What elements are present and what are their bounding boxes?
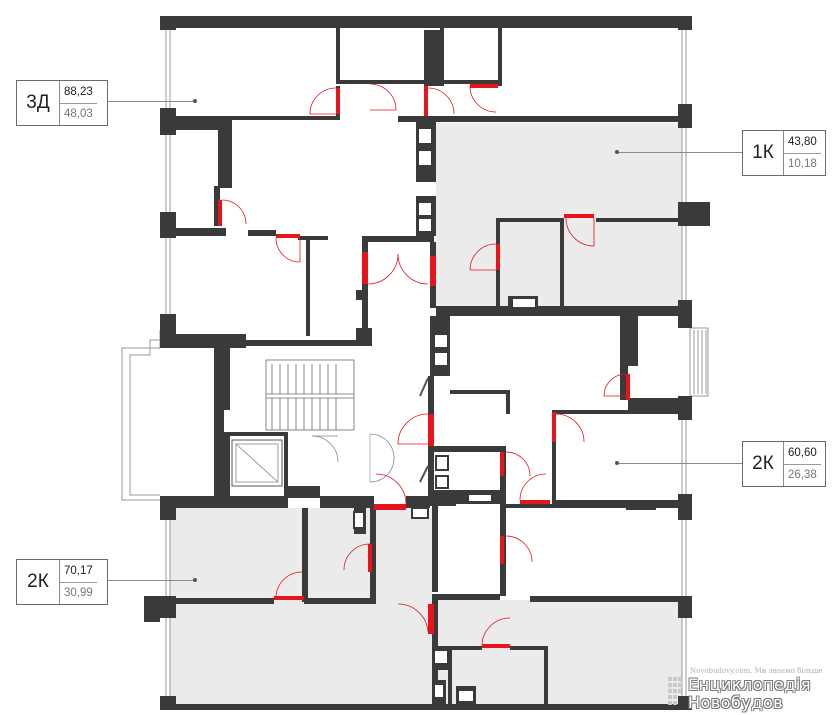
apartment-marker	[193, 99, 197, 103]
total-area: 70,17	[60, 560, 97, 583]
living-area: 26,38	[788, 468, 817, 481]
apartment-callout-1k[interactable]: 1К 43,80 10,18	[742, 130, 826, 176]
watermark: Novobudovy.com. Ми знаємо більше Енцикло…	[668, 667, 833, 712]
total-area: 88,23	[60, 81, 97, 104]
leader-line	[107, 580, 195, 581]
leader-line	[618, 463, 742, 464]
apartment-marker	[193, 578, 197, 582]
apartment-marker	[615, 461, 619, 465]
leader-line	[618, 152, 742, 153]
highlighted-areas	[170, 123, 682, 706]
apartment-type: 3Д	[17, 81, 60, 125]
windows	[121, 30, 709, 696]
stairs	[231, 359, 429, 487]
doors	[218, 84, 630, 648]
living-area: 30,99	[64, 586, 93, 599]
total-area: 60,60	[784, 442, 821, 465]
watermark-logo-icon	[668, 677, 682, 705]
door-swings	[221, 83, 627, 645]
apartment-callout-2k-right[interactable]: 2К 60,60 26,38	[742, 441, 826, 487]
apartment-type: 2К	[17, 560, 60, 604]
apartment-type: 2К	[743, 442, 784, 486]
apartment-marker	[615, 150, 619, 154]
living-area: 10,18	[788, 157, 817, 170]
total-area: 43,80	[784, 131, 821, 154]
leader-line	[107, 101, 195, 102]
apartment-callout-2k-left[interactable]: 2К 70,17 30,99	[16, 559, 108, 605]
watermark-title-line1: Енциклопедія	[688, 675, 811, 694]
fixtures	[353, 127, 537, 703]
apartment-1k-area	[436, 123, 682, 307]
apartment-2k-left-area	[170, 508, 432, 706]
living-area: 48,03	[64, 107, 93, 120]
watermark-title-line2: Новобудов	[688, 693, 784, 712]
apartment-type: 1К	[743, 131, 784, 175]
apartment-callout-3d[interactable]: 3Д 88,23 48,03	[16, 80, 108, 126]
watermark-caption: Novobudovy.com. Ми знаємо більше	[690, 667, 823, 675]
